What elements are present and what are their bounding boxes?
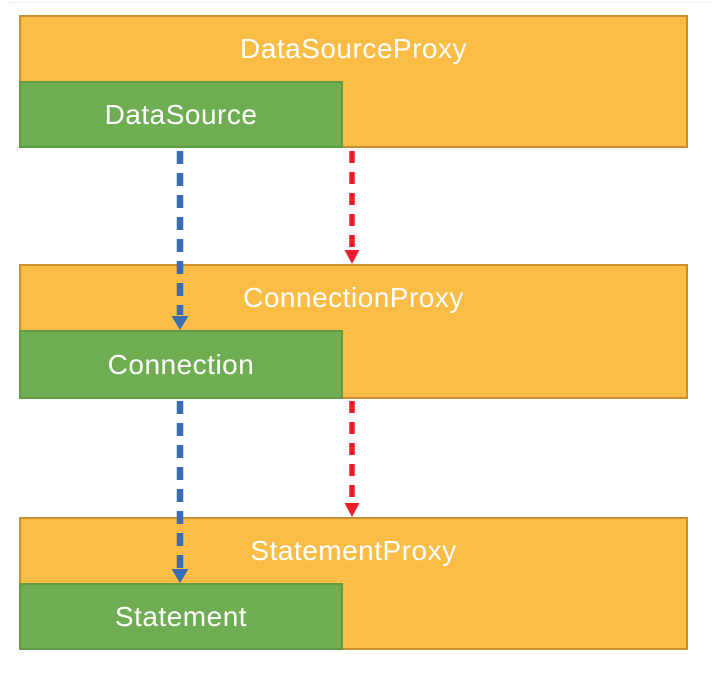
- red-dashed-arrow-2: [344, 401, 360, 517]
- faint-dotted-top-line: [8, 2, 710, 3]
- red-arrowhead-2: [344, 503, 360, 517]
- connection-box: Connection: [19, 330, 343, 399]
- connection-label: Connection: [107, 348, 255, 380]
- red-arrowhead-1: [344, 250, 360, 264]
- statementproxy-label: StatementProxy: [250, 535, 457, 566]
- datasource-label: DataSource: [104, 98, 258, 130]
- connectionproxy-box: ConnectionProxy: [19, 264, 688, 399]
- statement-box: Statement: [19, 583, 343, 650]
- connectionproxy-label: ConnectionProxy: [243, 282, 464, 313]
- statement-label: Statement: [114, 600, 248, 632]
- red-dashed-arrow-1: [344, 151, 360, 264]
- datasource-box: DataSource: [19, 81, 343, 148]
- datasourceproxy-label: DataSourceProxy: [240, 33, 467, 64]
